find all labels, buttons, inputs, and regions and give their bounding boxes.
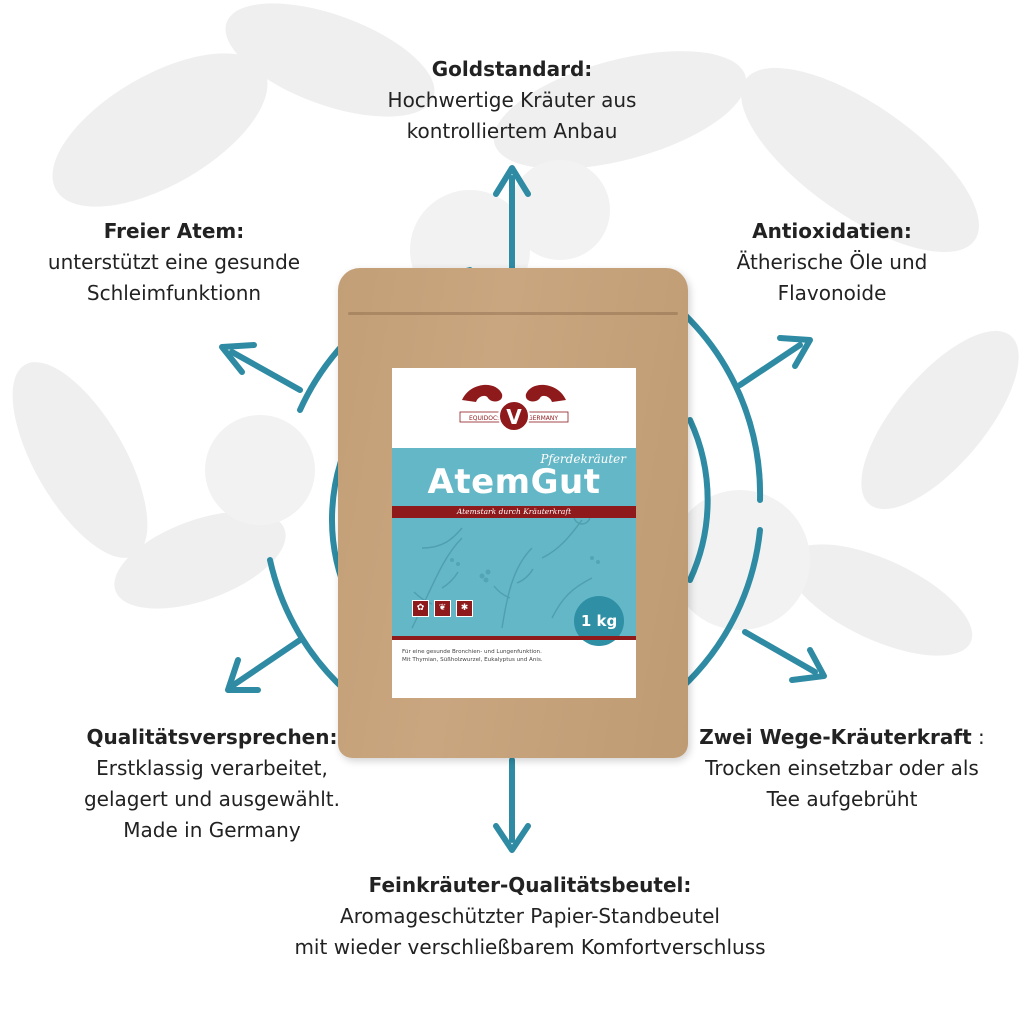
product-name: AtemGut	[427, 462, 601, 502]
feature-line: Erstklassig verarbeitet,	[96, 756, 328, 780]
feature-title-wrap: Zwei Wege-Kräuterkraft :	[672, 722, 1012, 753]
product-subname: Pferdekräuter	[540, 452, 626, 466]
feature-line: Hochwertige Kräuter aus	[387, 88, 637, 112]
logo-left-text: EQUIDOCS	[469, 415, 501, 422]
feature-line: Aromageschützter Papier-Standbeutel	[340, 904, 720, 928]
feature-line: Flavonoide	[777, 281, 887, 305]
feature-goldstandard: Goldstandard: Hochwertige Kräuter aus ko…	[362, 54, 662, 147]
description-line: Für eine gesunde Bronchien- und Lungenfu…	[402, 649, 542, 655]
label-blue-panel: Pferdekräuter AtemGut Atemstark durch Kr…	[392, 448, 636, 646]
feature-line: unterstützt eine gesunde	[47, 250, 301, 274]
feature-qualitaetsversprechen: Qualitätsversprechen: Erstklassig verarb…	[52, 722, 372, 846]
zip-closure	[348, 312, 678, 315]
product-label: EQUIDOCS GERMANY V	[392, 368, 636, 698]
feature-line: Schleimfunktionn	[86, 281, 262, 305]
feature-title: Freier Atem:	[103, 219, 245, 243]
feature-title: Goldstandard:	[431, 57, 593, 81]
product-tagline: Atemstark durch Kräuterkraft	[392, 506, 636, 518]
brand-logo: EQUIDOCS GERMANY V	[459, 384, 569, 432]
arrow-upper-right	[737, 342, 803, 388]
feature-title: Zwei Wege-Kräuterkraft	[699, 725, 972, 749]
feature-line: Made in Germany	[123, 818, 301, 842]
arrow-lower-left	[229, 637, 303, 689]
feature-line: kontrolliertem Anbau	[406, 119, 618, 143]
logo-right-text: GERMANY	[528, 415, 558, 422]
feature-line: mit wieder verschließbarem Komfortversch…	[294, 935, 766, 959]
logo-letter: V	[506, 405, 522, 429]
badge-icon: ✿	[412, 600, 429, 617]
feature-title: Antioxidatien:	[752, 219, 912, 243]
feature-zwei-wege: Zwei Wege-Kräuterkraft : Trocken einsetz…	[672, 722, 1012, 815]
arrow-lower-right	[742, 629, 818, 675]
feature-antioxidatien: Antioxidatien: Ätherische Öle und Flavon…	[682, 216, 982, 309]
inner-ring-right	[687, 417, 711, 583]
arrow-upper-left	[229, 349, 303, 393]
feature-feinkraeuter: Feinkräuter-Qualitätsbeutel: Aromageschü…	[230, 870, 830, 963]
feature-title: Qualitätsversprechen:	[86, 725, 338, 749]
feature-line: Trocken einsetzbar oder als	[705, 756, 979, 780]
feature-line: Tee aufgebrüht	[766, 787, 918, 811]
description-line: Mit Thymian, Süßholzwurzel, Eukalyptus u…	[402, 657, 543, 663]
badge-icon: ❦	[434, 600, 451, 617]
label-bottom-bar	[392, 636, 636, 640]
product-description: Für eine gesunde Bronchien- und Lungenfu…	[402, 648, 626, 664]
product-pouch: EQUIDOCS GERMANY V	[338, 268, 688, 758]
badge-icon: ✱	[456, 600, 473, 617]
feature-line: gelagert und ausgewählt.	[83, 787, 341, 811]
feature-line: Ätherische Öle und	[736, 250, 928, 274]
feature-freier-atem: Freier Atem: unterstützt eine gesunde Sc…	[24, 216, 324, 309]
feature-title: Feinkräuter-Qualitätsbeutel:	[368, 873, 692, 897]
feature-title-suffix: :	[971, 725, 985, 749]
